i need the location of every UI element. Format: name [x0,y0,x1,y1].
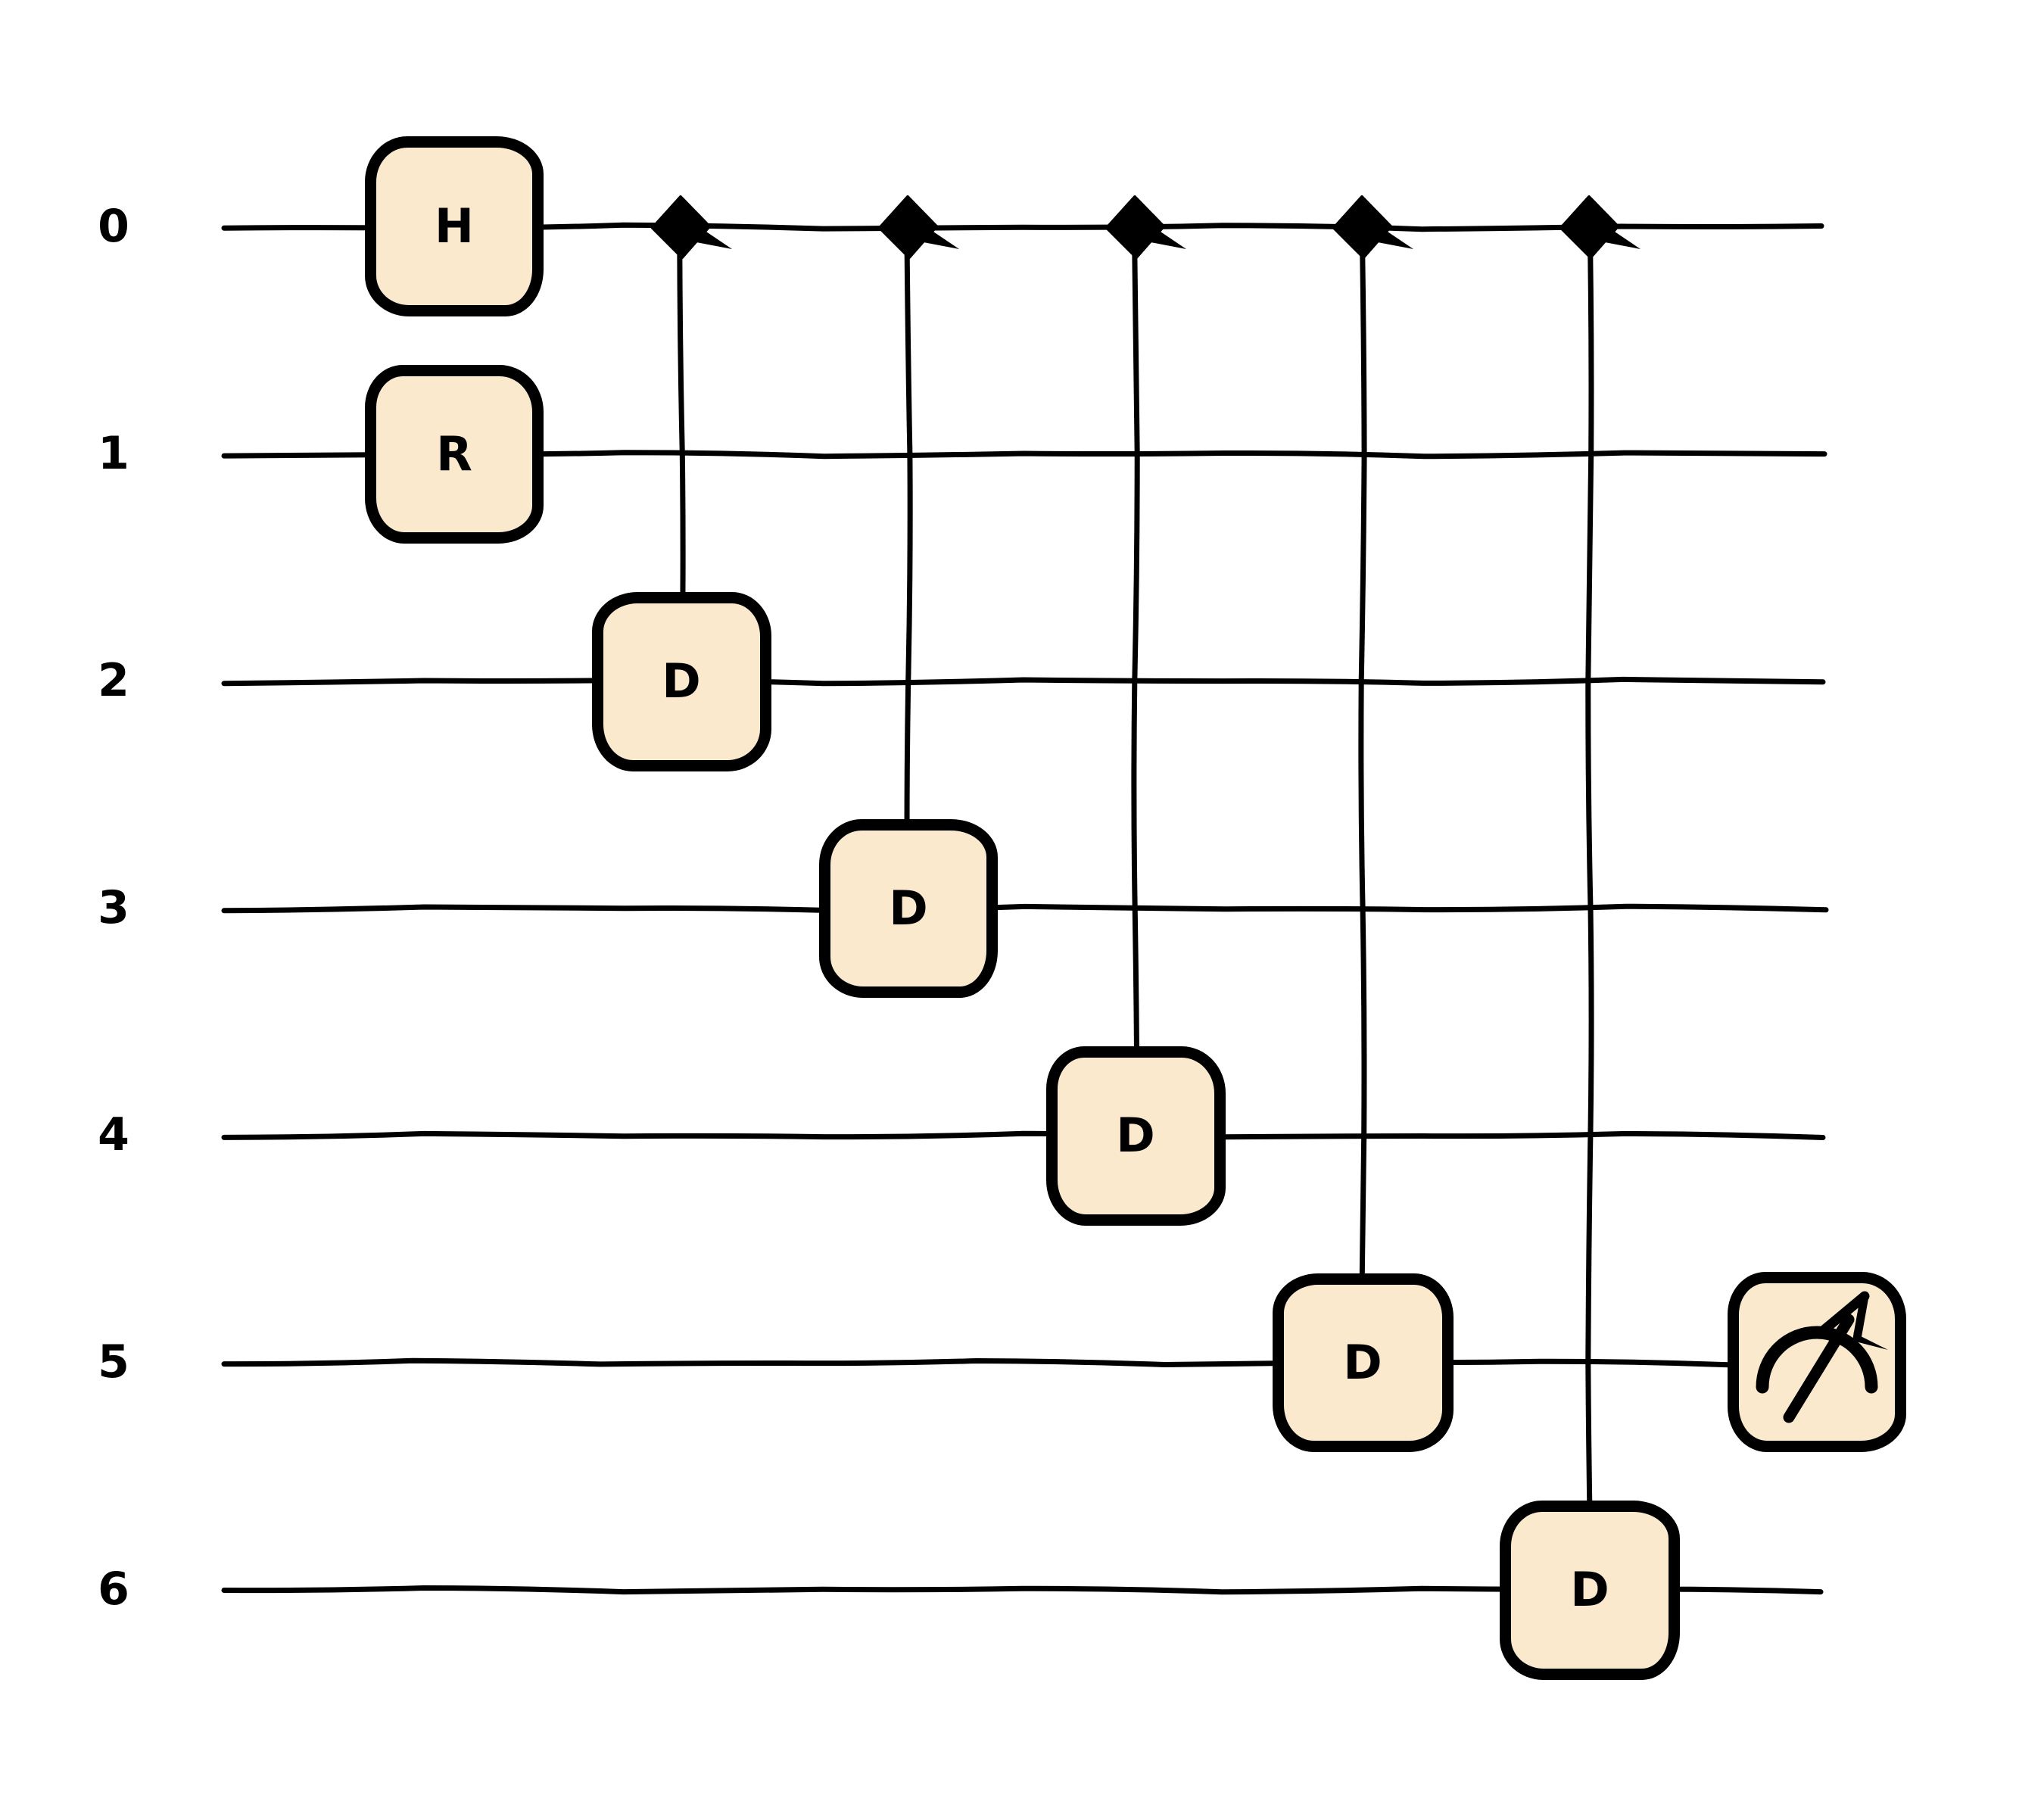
control-connector [1585,224,1594,1593]
control-connector [677,224,686,684]
control-diamond-icon [1105,195,1165,259]
diamond-sketch-flick [684,229,732,249]
qubit-wire [221,676,1826,687]
qubit-wire [221,1357,1732,1368]
diamond-sketch-flick [1366,229,1413,249]
control-diamond-icon [1559,195,1619,259]
control-diamond-icon [1332,195,1392,259]
diamond-sketch-flick [911,229,959,249]
control-diamond-icon [651,195,711,259]
control-connector [1131,224,1140,1139]
control-diamond-icon [878,195,938,259]
qubit-wire [221,450,1827,460]
qubit-wire [221,903,1829,914]
qubit-wire [221,1585,1824,1595]
diamond-sketch-flick [1139,229,1186,249]
diamond-sketch-flick [1593,229,1640,249]
control-connector [904,224,913,912]
qubit-wire [221,1130,1826,1140]
control-connector [1358,224,1367,1366]
